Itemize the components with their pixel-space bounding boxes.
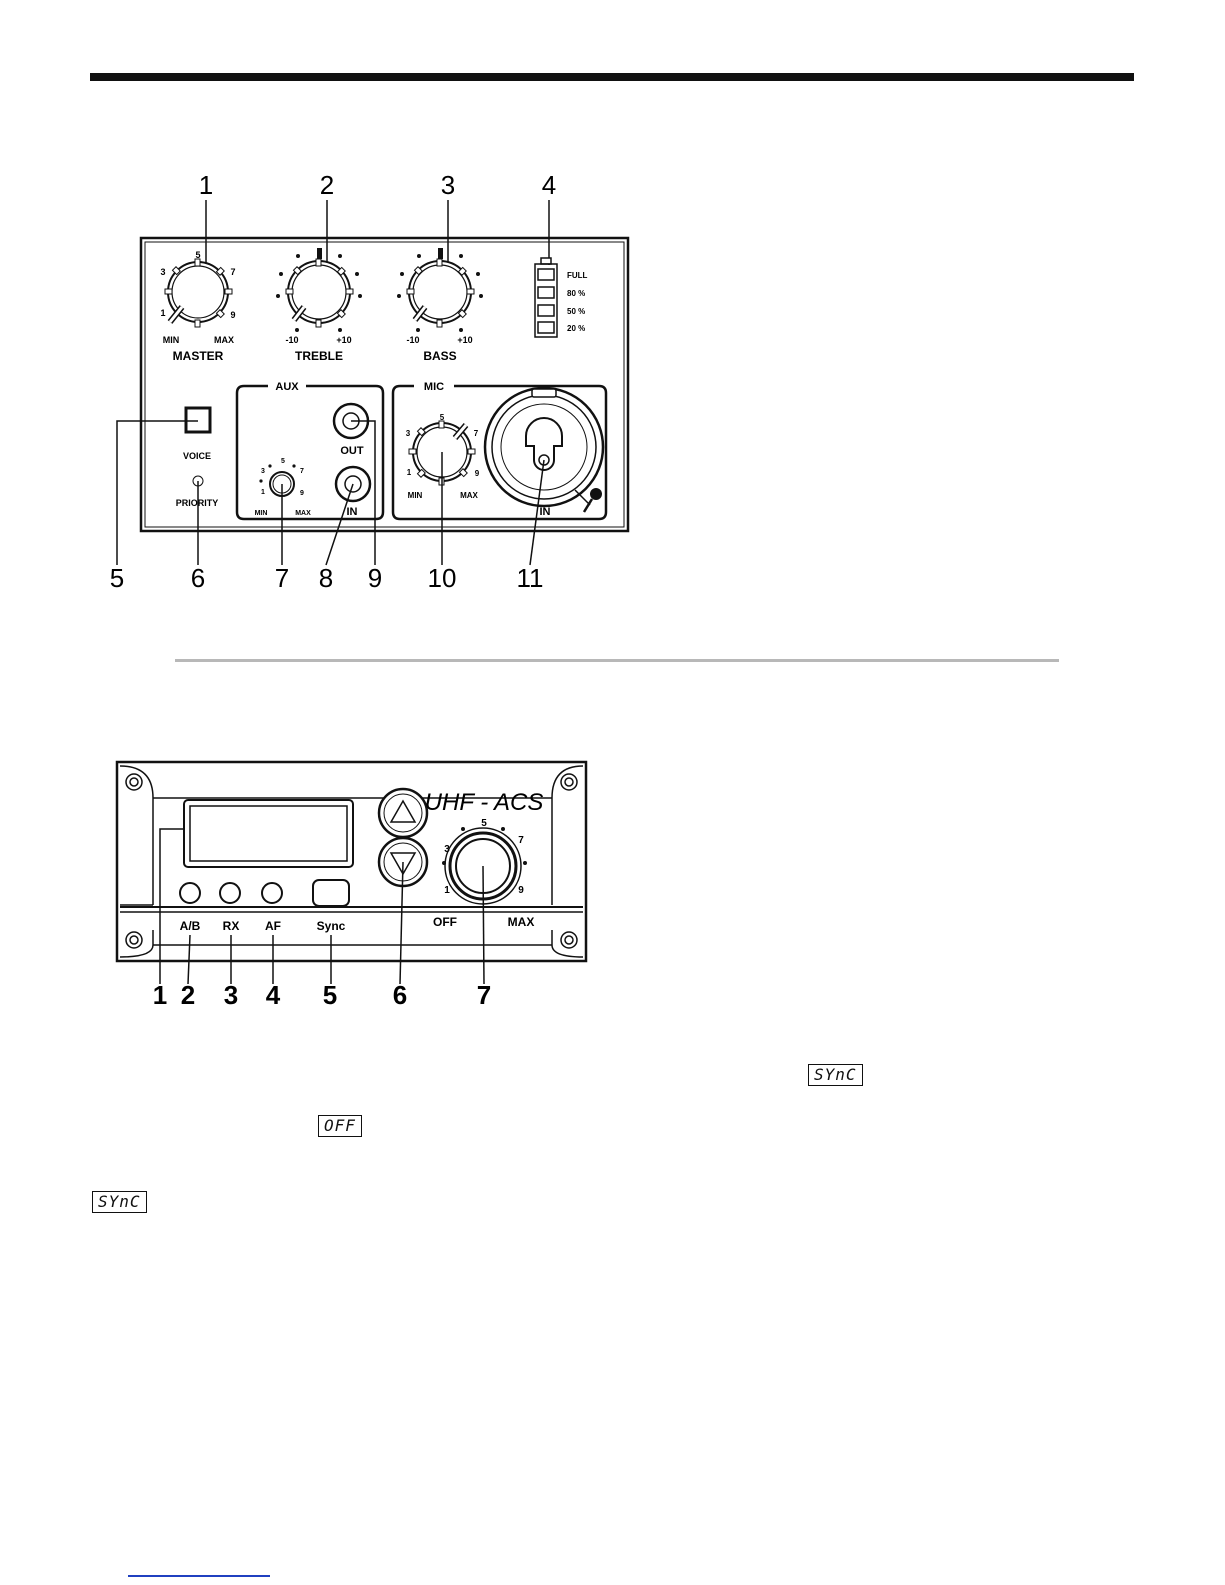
sync-label: Sync [317,919,346,933]
volume-tick-3: 3 [444,844,450,855]
receiver-callout-7: 7 [477,980,491,1010]
volume-max-label: MAX [508,915,535,929]
receiver-callout-4: 4 [266,980,281,1010]
receiver-callout-5: 5 [323,980,337,1010]
af-label: AF [265,919,281,933]
ab-indicator [180,883,200,903]
volume-off-label: OFF [433,915,457,929]
footer-link-underline[interactable] [128,1575,270,1577]
rx-label: RX [223,919,240,933]
lcd-sync-display: SYnC [808,1064,863,1086]
receiver-callout-1: 1 [153,980,167,1010]
ab-label: A/B [180,919,201,933]
sync-button[interactable] [313,880,349,906]
receiver-callout-2: 2 [181,980,195,1010]
up-button[interactable] [379,789,427,837]
rx-indicator [220,883,240,903]
receiver-callout-6: 6 [393,980,407,1010]
receiver-panel-diagram: UHF - ACS 1 3 5 7 9 OFF MAX A/B RX AF Sy… [0,0,1225,1020]
lcd-off-display: OFF [318,1115,362,1137]
lcd-display [184,800,353,867]
volume-tick-1: 1 [444,885,450,896]
brand-logo: UHF - ACS [425,789,544,816]
receiver-callout-3: 3 [224,980,238,1010]
af-indicator [262,883,282,903]
lcd-sync-display-2: SYnC [92,1191,147,1213]
volume-tick-9: 9 [518,885,524,896]
volume-tick-5: 5 [481,818,487,829]
volume-tick-7: 7 [518,835,524,846]
